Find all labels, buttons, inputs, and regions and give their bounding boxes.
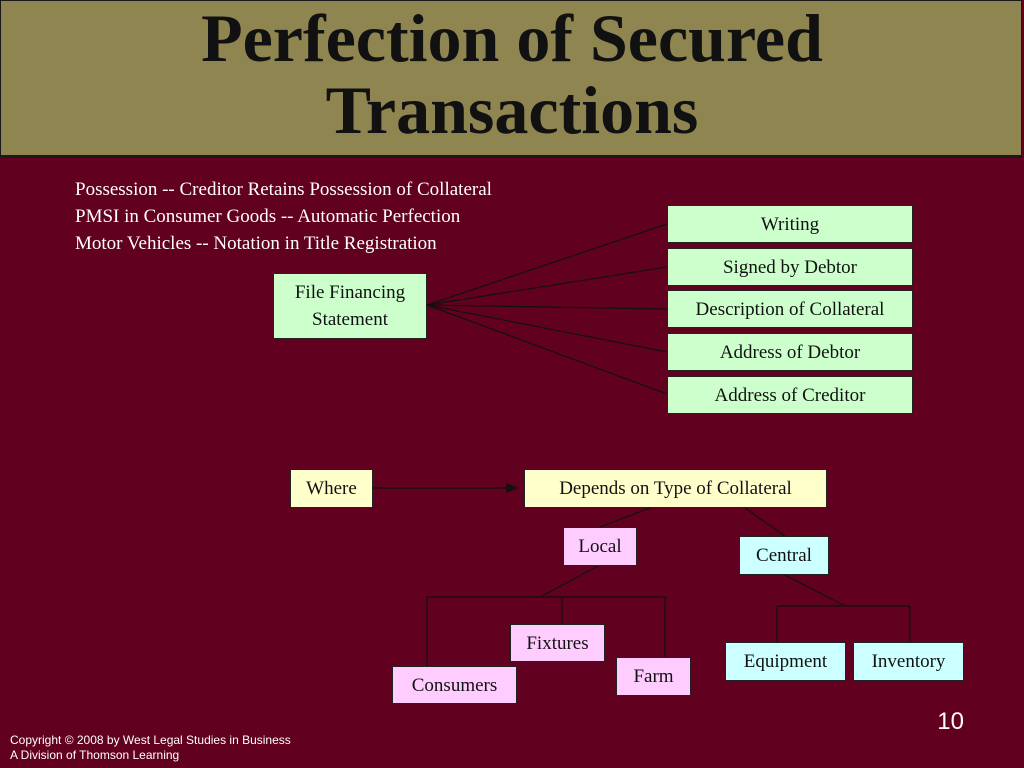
connector-central-stem xyxy=(784,574,846,607)
connector-signed xyxy=(426,266,668,306)
file-financing-statement-box: File Financing Statement xyxy=(273,273,427,339)
farm-box: Farm xyxy=(616,657,691,696)
footer: Copyright © 2008 by West Legal Studies i… xyxy=(10,733,291,763)
method-possession: Possession -- Creditor Retains Possessio… xyxy=(75,179,492,200)
inventory-box: Inventory xyxy=(853,642,964,681)
equipment-box: Equipment xyxy=(725,642,846,681)
method-motor-vehicles: Motor Vehicles -- Notation in Title Regi… xyxy=(75,233,437,254)
fixtures-box: Fixtures xyxy=(510,624,605,662)
connector-central xyxy=(744,507,786,537)
division-text: A Division of Thomson Learning xyxy=(10,748,180,762)
requirement-signed-by-debtor: Signed by Debtor xyxy=(667,248,913,286)
page-number: 10 xyxy=(937,708,964,735)
consumers-box: Consumers xyxy=(392,666,517,704)
requirement-description: Description of Collateral xyxy=(667,290,913,328)
method-pmsi: PMSI in Consumer Goods -- Automatic Perf… xyxy=(75,206,461,227)
perfection-methods-list: Possession -- Creditor Retains Possessio… xyxy=(75,176,492,257)
connector-debtor-address xyxy=(426,304,668,353)
central-box: Central xyxy=(739,536,829,575)
where-box: Where xyxy=(290,469,373,508)
slide-title: Perfection of Secured Transactions xyxy=(0,2,1024,146)
requirement-address-creditor: Address of Creditor xyxy=(667,376,913,414)
copyright-text: Copyright © 2008 by West Legal Studies i… xyxy=(10,733,291,747)
connector-local-stem xyxy=(539,565,599,598)
connector-description xyxy=(426,304,668,310)
connector-writing xyxy=(426,223,668,306)
connector-local xyxy=(599,507,651,528)
title-line-2: Transactions xyxy=(325,72,699,148)
requirement-address-debtor: Address of Debtor xyxy=(667,333,913,371)
title-line-1: Perfection of Secured xyxy=(201,0,823,76)
file-financing-label-1: File Financing xyxy=(294,282,406,303)
connector-creditor-address xyxy=(426,304,668,395)
title-bar xyxy=(0,0,1022,158)
local-box: Local xyxy=(563,527,637,566)
file-financing-label-2: Statement xyxy=(312,309,388,330)
depends-on-collateral-box: Depends on Type of Collateral xyxy=(524,469,827,508)
requirement-writing: Writing xyxy=(667,205,913,243)
